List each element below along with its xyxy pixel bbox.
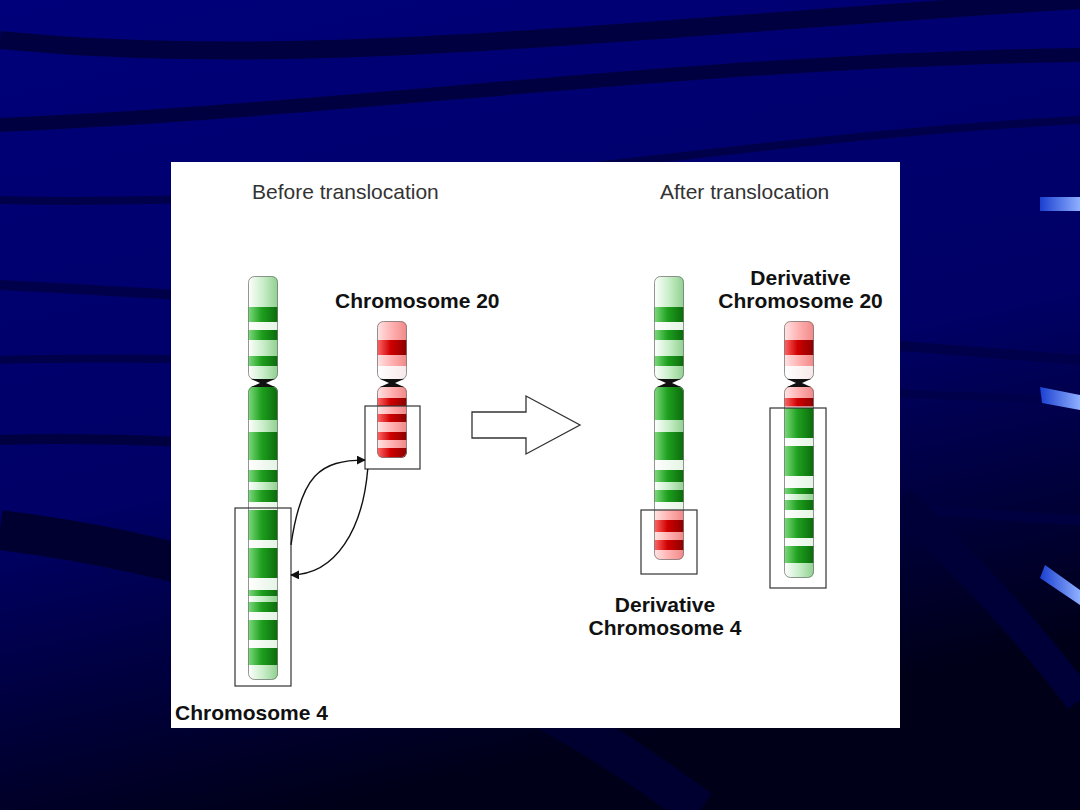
centromere (787, 379, 811, 387)
segment-box (365, 406, 420, 469)
panel-heading: After translocation (660, 180, 829, 204)
chromosome-node: Chromosome 20 (365, 321, 420, 469)
centromere (380, 379, 404, 387)
chromosome-arm (377, 321, 407, 380)
chromosome-arm (377, 386, 407, 458)
chromosome-label: Chromosome 4 (175, 701, 328, 724)
swoosh (0, 55, 1080, 125)
exchange-arrow (291, 469, 368, 575)
segment-box (770, 408, 826, 588)
chromosome-node: Chromosome 4 (235, 276, 291, 686)
chromosome-label: Chromosome 20 (335, 289, 500, 312)
process-arrow (472, 396, 580, 454)
figure-panel (171, 162, 900, 728)
deco-bar (1040, 565, 1080, 605)
segment-box (641, 510, 697, 574)
chromosome-node: Derivative Chromosome 20 (770, 321, 826, 588)
chromosome-arm (654, 276, 684, 380)
centromere (251, 379, 275, 387)
chromosome-label: Derivative Chromosome 4 (580, 593, 750, 639)
chromosome-arm (248, 276, 278, 380)
panel-heading: Before translocation (252, 180, 439, 204)
segment-box (235, 508, 291, 686)
centromere (657, 379, 681, 387)
chromosome-arm (654, 386, 684, 560)
swoosh (0, 0, 1080, 51)
chromosome-arm (784, 321, 814, 380)
chromosome-arm (248, 386, 278, 680)
chromosome-label: Derivative Chromosome 20 (713, 266, 888, 312)
deco-bar (1040, 197, 1080, 211)
swoosh (900, 500, 1080, 700)
chromosome-node: Derivative Chromosome 4 (641, 276, 697, 574)
exchange-arrow (291, 460, 365, 545)
deco-bar (1040, 387, 1080, 410)
chromosome-arm (784, 386, 814, 578)
